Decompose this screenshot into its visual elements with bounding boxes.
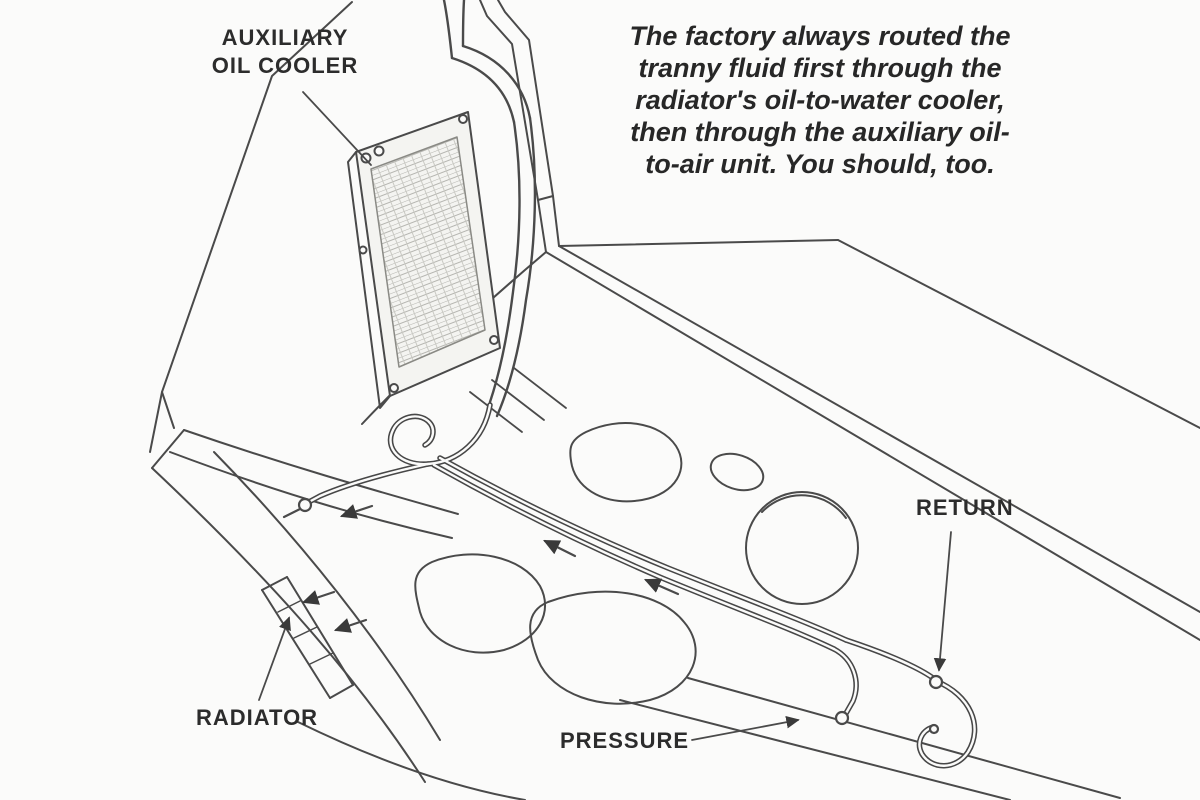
flow-arrow	[643, 578, 680, 596]
caption-line: tranny fluid first through the	[638, 53, 1002, 83]
caption-text: The factory always routed the tranny flu…	[596, 20, 1044, 180]
caption-line: radiator's oil-to-water cooler,	[635, 85, 1005, 115]
flow-arrow	[333, 618, 368, 633]
cooler-hoses	[442, 0, 537, 418]
leader-pressure	[691, 715, 800, 741]
auxiliary-oil-cooler-drawing	[347, 111, 501, 409]
cooler-bolt	[458, 114, 468, 124]
cooler-fitting	[360, 152, 372, 164]
caption-line: to-air unit. You should, too.	[645, 149, 995, 179]
strut-dome	[745, 491, 859, 605]
cooler-bolt	[489, 335, 499, 345]
leader-auxiliary-oil-cooler	[302, 91, 372, 166]
caption-line: then through the auxiliary oil-	[630, 117, 1010, 147]
leader-return	[933, 531, 952, 672]
label-radiator: RADIATOR	[196, 705, 319, 730]
caption-line: The factory always routed the	[629, 21, 1011, 51]
flow-arrow	[543, 539, 577, 558]
cooler-fitting	[373, 145, 385, 157]
flow-arrow	[339, 504, 374, 519]
leader-lines	[258, 91, 952, 741]
label-pressure: PRESSURE	[560, 728, 690, 753]
line-fittings	[282, 497, 944, 735]
transmission-cooler-lines	[304, 402, 978, 769]
firewall-hatching	[469, 367, 567, 433]
floor-opening-shapes	[414, 422, 859, 705]
leader-radiator	[258, 616, 291, 701]
radiator-edge-drawing	[261, 576, 354, 699]
flow-arrows	[301, 504, 680, 633]
cooler-bolt	[389, 383, 399, 393]
cooler-bolt	[358, 245, 368, 255]
label-auxiliary-oil-cooler: AUXILIARY OIL COOLER	[211, 25, 359, 78]
body-structure-lines	[149, 0, 1200, 800]
flow-arrow	[301, 590, 336, 605]
transmission-cooler-lines-inner	[305, 403, 976, 767]
label-return: RETURN	[916, 495, 1014, 520]
